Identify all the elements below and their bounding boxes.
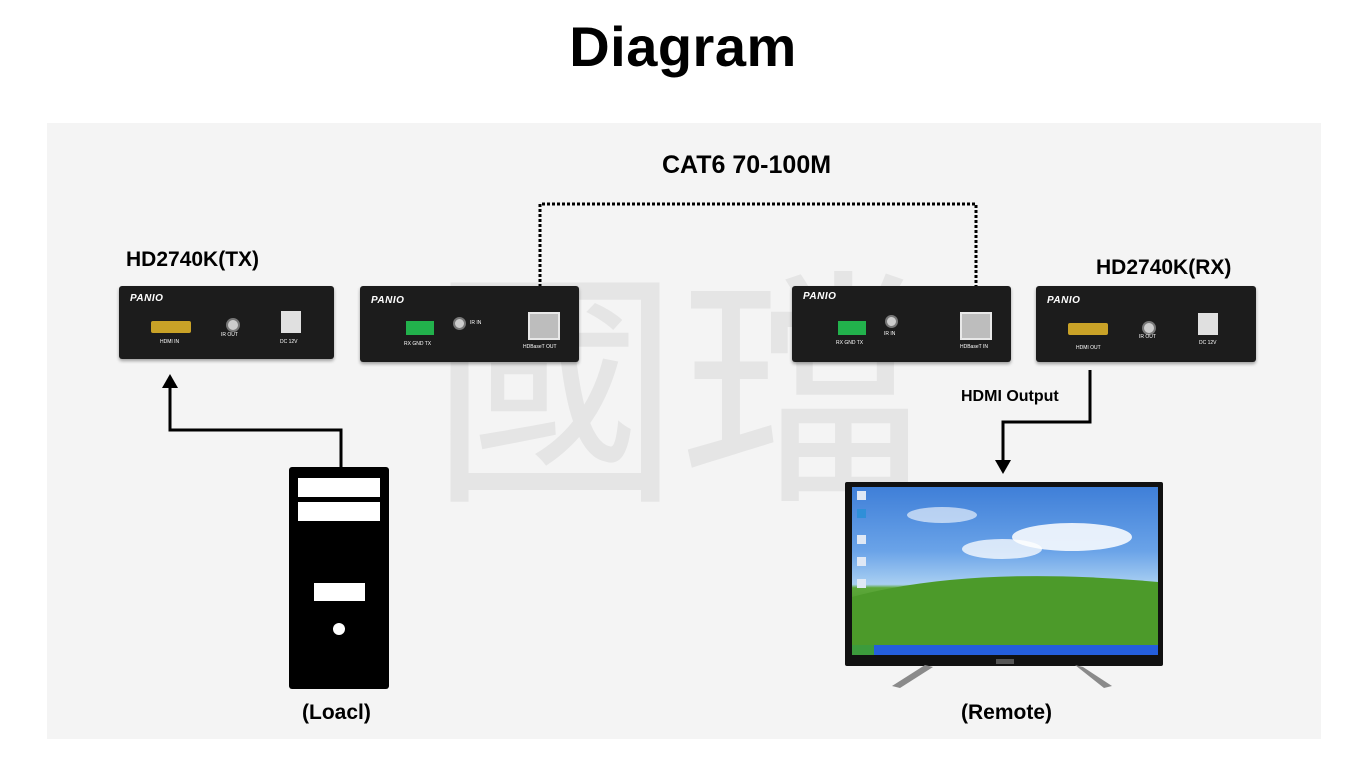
rx-label: HD2740K(RX)	[1096, 256, 1232, 279]
port-label: DC 12V	[1199, 340, 1217, 346]
rx-to-monitor-line	[1001, 370, 1092, 462]
ir-jack-icon	[1142, 321, 1156, 335]
cable-label: CAT6 70-100M	[662, 151, 832, 179]
dc-jack-icon	[281, 311, 301, 333]
ir-jack-icon	[885, 315, 898, 328]
port-label: HDBaseT IN	[960, 344, 988, 350]
pc-to-tx-line	[168, 385, 343, 467]
page-title: Diagram	[569, 15, 797, 78]
tx-front-device: PANIO HDMI IN IR OUT DC 12V	[119, 286, 334, 359]
port-label: HDBaseT OUT	[523, 344, 557, 350]
terminal-block-icon	[406, 321, 434, 335]
tx-label: HD2740K(TX)	[126, 248, 260, 271]
cat6-cable-line	[538, 202, 978, 287]
brand-logo: PANIO	[803, 291, 837, 302]
port-label: RX GND TX	[836, 340, 864, 346]
hdmi-port-icon	[1068, 323, 1108, 335]
brand-logo: PANIO	[371, 295, 405, 306]
brand-logo: PANIO	[1047, 295, 1081, 306]
rj45-port-icon	[528, 312, 560, 340]
remote-label: (Remote)	[961, 701, 1053, 724]
tx-back-device: PANIO RX GND TX IR IN HDBaseT OUT	[360, 286, 579, 362]
taskbar	[852, 645, 1158, 655]
port-label: HDMI IN	[160, 339, 180, 345]
port-label: DC 12V	[280, 339, 298, 345]
pc-to-tx-arrowhead	[162, 374, 178, 388]
terminal-block-icon	[838, 321, 866, 335]
rj45-port-icon	[960, 312, 992, 340]
start-button-icon	[852, 645, 874, 655]
ir-jack-icon	[453, 317, 466, 330]
monitor-screen	[852, 487, 1158, 655]
port-label: HDMI OUT	[1076, 345, 1101, 351]
rx-to-monitor-arrowhead	[995, 460, 1011, 474]
hdmi-output-label: HDMI Output	[961, 388, 1059, 405]
dc-jack-icon	[1198, 313, 1218, 335]
port-label: RX GND TX	[404, 341, 432, 347]
port-label: IR OUT	[221, 332, 238, 338]
rx-front-device: PANIO HDMI OUT IR OUT DC 12V	[1036, 286, 1256, 362]
rx-back-device: PANIO RX GND TX IR IN HDBaseT IN	[792, 286, 1011, 362]
port-label: IR OUT	[1139, 334, 1156, 340]
local-label: (Loacl)	[302, 701, 371, 724]
port-label: IR IN	[470, 320, 482, 326]
brand-logo: PANIO	[130, 293, 164, 304]
port-label: IR IN	[884, 331, 896, 337]
hdmi-port-icon	[151, 321, 191, 333]
ir-jack-icon	[226, 318, 240, 332]
